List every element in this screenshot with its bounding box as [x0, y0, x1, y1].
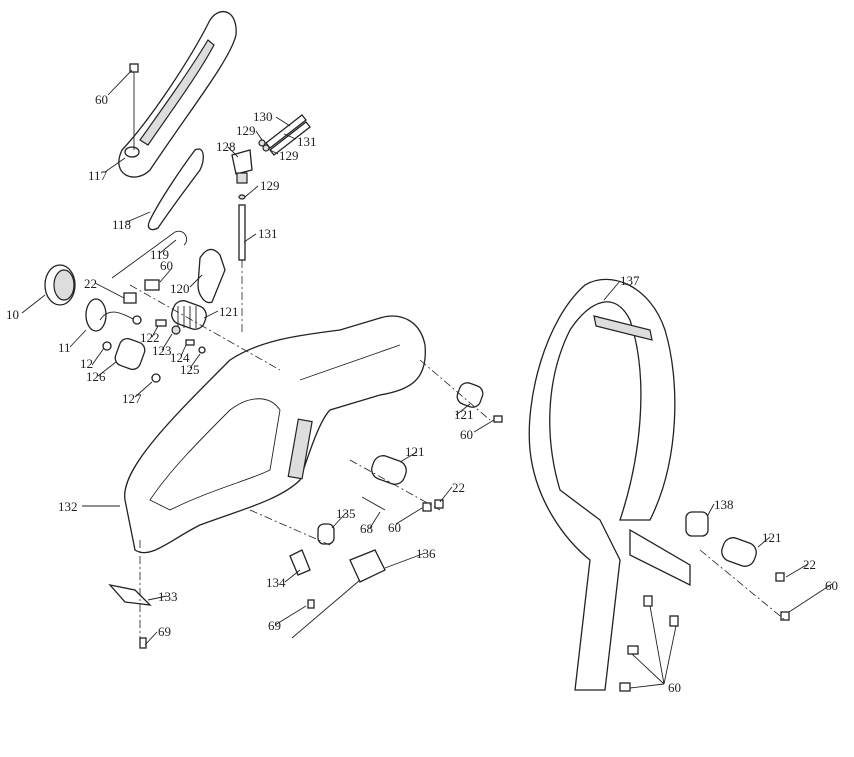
label: 22 — [452, 480, 465, 495]
part-60-bolt — [144, 279, 160, 291]
label: 60 — [825, 578, 838, 593]
label: 118 — [112, 217, 131, 232]
label: 131 — [297, 134, 317, 149]
part-132-housing — [124, 315, 426, 554]
label: 128 — [216, 139, 236, 154]
label: 119 — [150, 247, 169, 262]
label: 60 — [668, 680, 681, 695]
label: 121 — [762, 530, 782, 545]
label: 117 — [88, 168, 108, 183]
label: 60 — [460, 427, 473, 442]
label: 60 — [95, 92, 108, 107]
part-119-spring-wire — [111, 230, 187, 279]
label: 68 — [360, 521, 373, 536]
part-130-131-tubes — [231, 114, 311, 261]
part-117-handle-grip — [118, 10, 237, 178]
label: 121 — [454, 407, 474, 422]
label: 137 — [620, 273, 640, 288]
label: 135 — [336, 506, 356, 521]
label: 138 — [714, 497, 734, 512]
label: 122 — [140, 330, 160, 345]
label: 60 — [388, 520, 401, 535]
part-labels: 60 117 118 130 129 131 128 129 129 131 1… — [6, 92, 838, 695]
label: 134 — [266, 575, 286, 590]
label: 133 — [158, 589, 178, 604]
label: 121 — [219, 304, 239, 319]
part-118-trigger — [147, 148, 204, 231]
label: 125 — [180, 362, 200, 377]
label: 60 — [160, 258, 173, 273]
label: 124 — [170, 350, 190, 365]
label: 129 — [279, 148, 299, 163]
label: 129 — [236, 123, 256, 138]
label: 120 — [170, 281, 190, 296]
part-10-cap — [44, 264, 76, 306]
label: 22 — [84, 276, 97, 291]
label: 69 — [158, 624, 171, 639]
right-side-parts — [108, 382, 503, 649]
label: 11 — [58, 340, 71, 355]
label: 127 — [122, 391, 142, 406]
part-137-front-handle — [528, 278, 790, 692]
label: 126 — [86, 369, 106, 384]
label: 131 — [258, 226, 278, 241]
part-11-12-ring — [85, 298, 142, 351]
label: 136 — [416, 546, 436, 561]
label: 132 — [58, 499, 78, 514]
assembly-axis — [129, 260, 786, 640]
part-22-pin — [123, 292, 137, 304]
leader-lines — [21, 69, 833, 689]
label: 22 — [803, 557, 816, 572]
part-60-screw — [129, 63, 139, 150]
label: 121 — [405, 444, 425, 459]
label: 129 — [260, 178, 280, 193]
label: 69 — [268, 618, 281, 633]
label: 12 — [80, 356, 93, 371]
part-126-filter — [114, 338, 161, 383]
parts-122-125 — [155, 319, 206, 354]
label: 10 — [6, 307, 19, 322]
label: 130 — [253, 109, 273, 124]
label: 123 — [152, 343, 172, 358]
part-120-cover — [197, 248, 226, 304]
